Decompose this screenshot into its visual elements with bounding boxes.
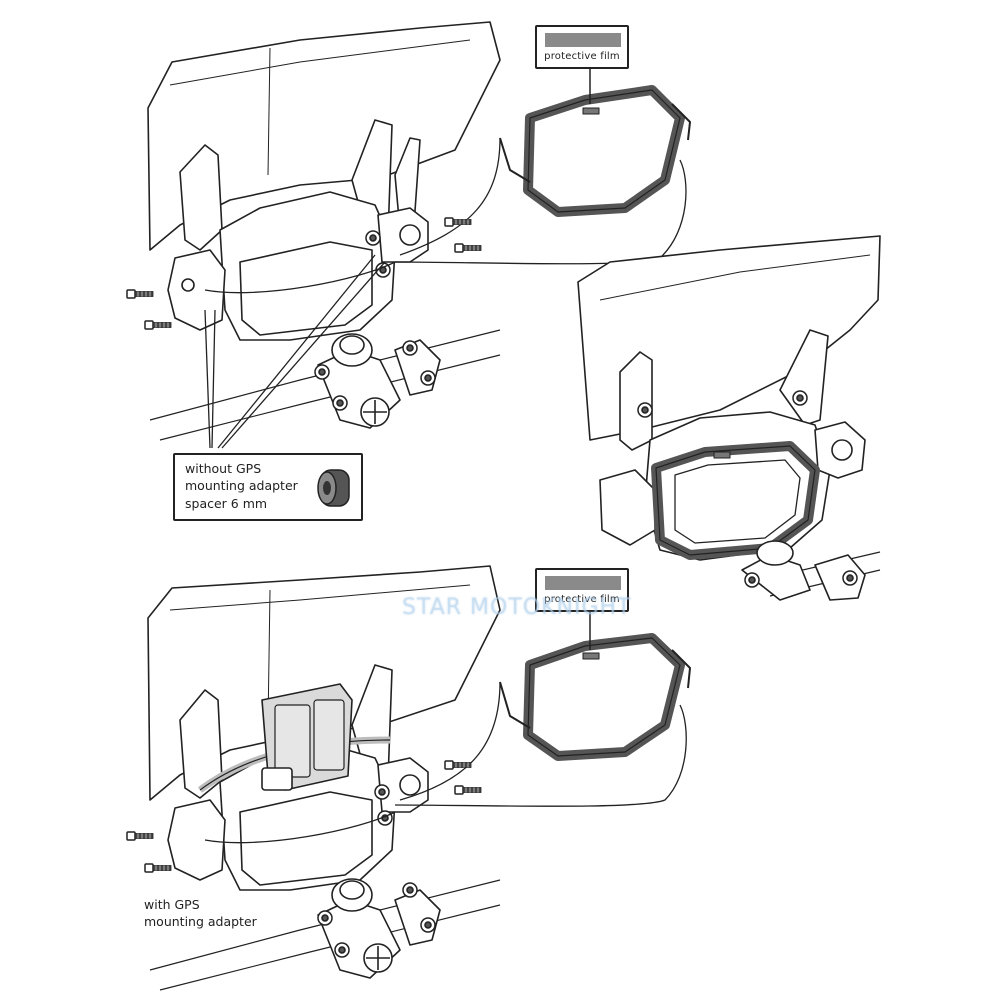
protective-film-text: protective film [544,51,620,62]
protective-film-frame-top [499,68,691,217]
spacer-icon [317,469,350,507]
gps-adapter-label: with GPS mounting adapter [144,896,257,930]
protective-film-label-bottom: protective film [535,568,629,612]
spacer-callout-line1: without GPS [185,461,262,476]
crosshair-cap-icon [360,397,390,427]
gps-label-line2: mounting adapter [144,914,257,929]
assembly-without-gps [147,21,687,449]
spacer-callout-line2: mounting adapter [185,478,298,493]
gps-label-line1: with GPS [144,897,200,912]
protective-film-text: protective film [544,594,620,605]
assembly-installed [577,235,881,601]
spacer-callout-line3: spacer 6 mm [185,496,268,511]
protective-film-frame-bottom [499,612,691,761]
protective-film-label-top: protective film [535,25,629,69]
film-swatch [545,576,621,590]
watermark: STAR MOTOKNIGHT [402,595,632,620]
assembly-with-gps [147,565,687,991]
film-swatch [545,33,621,47]
crosshair-cap-icon [363,943,393,973]
spacer-callout: without GPS mounting adapter spacer 6 mm [173,453,363,521]
